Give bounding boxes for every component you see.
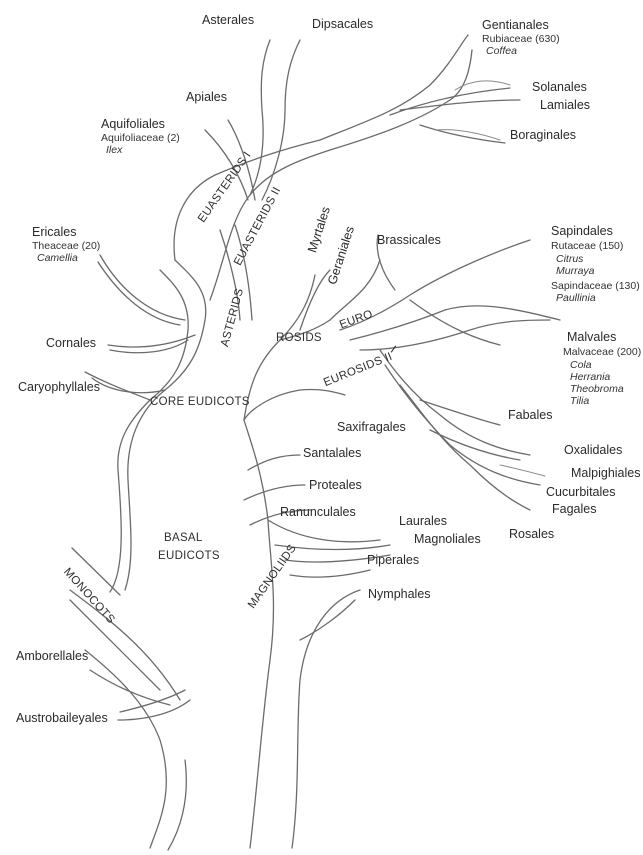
clade-basal-eudicots-line1: BASAL bbox=[164, 532, 203, 545]
family-malvaceae: Malvaceae (200) bbox=[563, 346, 641, 358]
order-amborellales: Amborellales bbox=[16, 649, 88, 663]
order-piperales: Piperales bbox=[367, 553, 419, 567]
order-saxifragales: Saxifragales bbox=[337, 420, 406, 434]
order-cucurbitales: Cucurbitales bbox=[546, 485, 615, 499]
family-rutaceae: Rutaceae (150) bbox=[551, 240, 623, 252]
order-brassicales: Brassicales bbox=[377, 233, 441, 247]
order-laurales: Laurales bbox=[399, 514, 447, 528]
order-solanales: Solanales bbox=[532, 80, 587, 94]
genus-murraya: Murraya bbox=[556, 265, 595, 277]
order-magnoliales: Magnoliales bbox=[414, 532, 481, 546]
order-austrobaileyales: Austrobaileyales bbox=[16, 711, 108, 725]
order-dipsacales: Dipsacales bbox=[312, 17, 373, 31]
genus-theobroma: Theobroma bbox=[570, 383, 624, 395]
genus-paullinia: Paullinia bbox=[556, 292, 596, 304]
family-rubiaceae: Rubiaceae (630) bbox=[482, 33, 560, 45]
order-malpighiales: Malpighiales bbox=[571, 466, 640, 480]
genus-camellia: Camellia bbox=[37, 252, 78, 264]
order-sapindales: Sapindales bbox=[551, 224, 613, 238]
order-santalales: Santalales bbox=[303, 446, 361, 460]
family-aquifoliaceae: Aquifoliaceae (2) bbox=[101, 132, 180, 144]
order-gentianales: Gentianales bbox=[482, 18, 549, 32]
order-asterales: Asterales bbox=[202, 13, 254, 27]
clade-basal-eudicots-line2: EUDICOTS bbox=[158, 550, 220, 563]
genus-cola: Cola bbox=[570, 359, 592, 371]
order-proteales: Proteales bbox=[309, 478, 362, 492]
genus-tilia: Tilia bbox=[570, 395, 589, 407]
order-ericales: Ericales bbox=[32, 225, 76, 239]
order-cornales: Cornales bbox=[46, 336, 96, 350]
order-malvales: Malvales bbox=[567, 330, 616, 344]
order-nymphales: Nymphales bbox=[368, 587, 431, 601]
family-theaceae: Theaceae (20) bbox=[32, 240, 100, 252]
order-fabales: Fabales bbox=[508, 408, 552, 422]
order-caryophyllales: Caryophyllales bbox=[18, 380, 100, 394]
order-aquifoliales: Aquifoliales bbox=[101, 117, 165, 131]
clade-core-eudicots: CORE EUDICOTS bbox=[150, 396, 250, 409]
family-sapindaceae: Sapindaceae (130) bbox=[551, 280, 640, 292]
order-oxalidales: Oxalidales bbox=[564, 443, 622, 457]
order-apiales: Apiales bbox=[186, 90, 227, 104]
genus-ilex: Ilex bbox=[106, 144, 122, 156]
genus-coffea: Coffea bbox=[486, 45, 517, 57]
order-fagales: Fagales bbox=[552, 502, 596, 516]
order-rosales: Rosales bbox=[509, 527, 554, 541]
order-ranunculales: Ranunculales bbox=[280, 505, 356, 519]
genus-citrus: Citrus bbox=[556, 253, 583, 265]
order-boraginales: Boraginales bbox=[510, 128, 576, 142]
order-lamiales: Lamiales bbox=[540, 98, 590, 112]
clade-rosids: ROSIDS bbox=[276, 332, 322, 345]
genus-herrania: Herrania bbox=[570, 371, 610, 383]
